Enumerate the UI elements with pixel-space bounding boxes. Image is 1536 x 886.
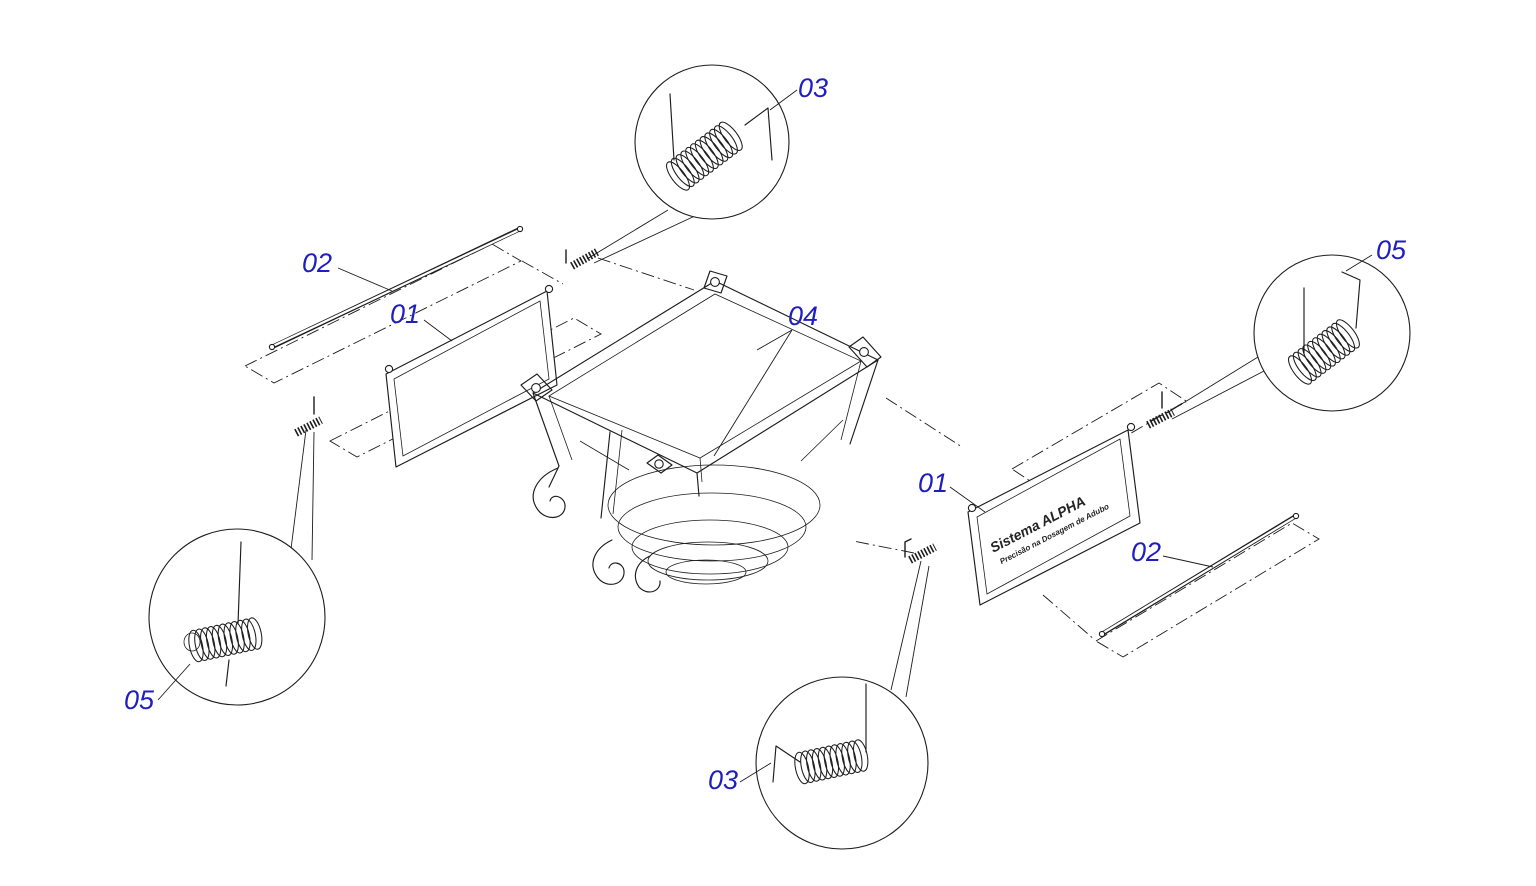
spring-small-top [565, 248, 599, 270]
torsion-spring-left [183, 541, 263, 687]
label-02-right: 02 [1131, 537, 1161, 567]
label-05-left: 05 [124, 685, 155, 715]
torsion-spring-right [1288, 271, 1361, 385]
label-01-left: 01 [390, 299, 420, 329]
rod-right [1098, 512, 1300, 638]
label-02-left: 02 [302, 248, 332, 278]
torsion-spring-bottom [772, 683, 869, 785]
flap-right: Sistema ALPHA Precisão na Dosagem de Adu… [967, 422, 1141, 606]
spring-small-left [294, 396, 323, 437]
spring-small-right [1146, 391, 1175, 429]
label-03-top: 03 [798, 73, 828, 103]
rod-left [268, 225, 524, 351]
spring-small-bottom [904, 538, 937, 564]
torsion-spring-top [666, 93, 773, 191]
detail-circle-bottom [755, 560, 930, 850]
label-04: 04 [788, 301, 818, 331]
detail-circle-left [148, 429, 326, 706]
detail-circle-right [1166, 254, 1411, 420]
label-03-bottom: 03 [708, 765, 738, 795]
label-05-right: 05 [1376, 235, 1407, 265]
flap-left [384, 284, 558, 468]
callout-labels: 02 01 04 03 05 01 02 05 03 [124, 73, 1407, 795]
detail-circle-top [586, 64, 790, 264]
label-01-right: 01 [918, 468, 948, 498]
housing-body [520, 270, 882, 593]
